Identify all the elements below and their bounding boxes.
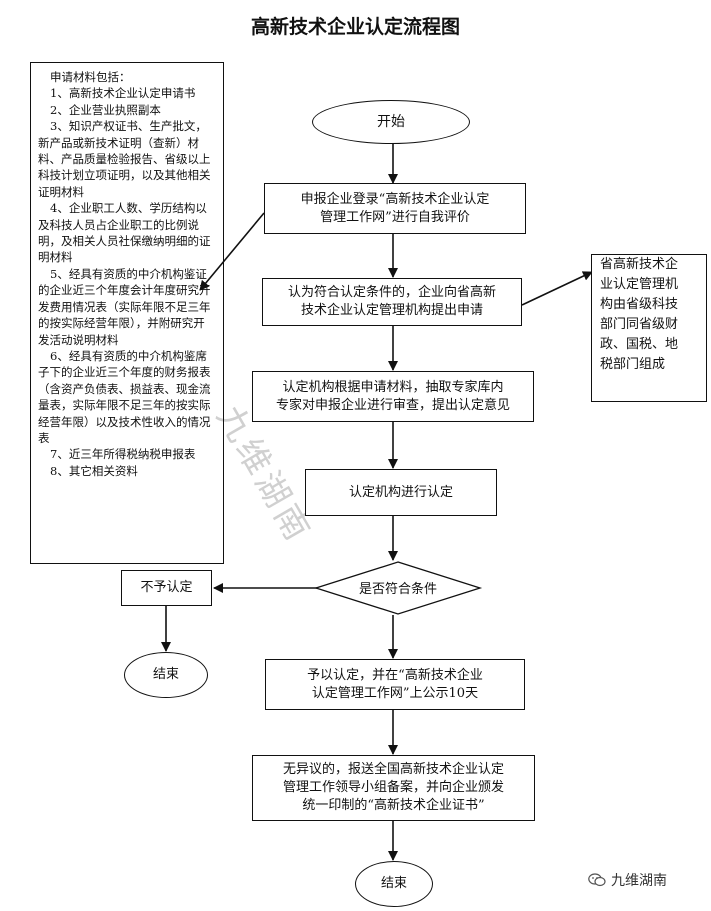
decision-label: 是否符合条件 xyxy=(358,582,437,597)
province-line: 政、国税、地 xyxy=(600,337,679,352)
end-node: 结束 xyxy=(355,861,433,907)
province-agency-box: 省高新技术企 业认定管理机 构由省级科技 部门同省级财 政、国税、地 税部门组成 xyxy=(591,254,707,402)
end-left-label: 结束 xyxy=(152,667,179,682)
step6-line: 无异议的，报送全国高新技术企业认定 xyxy=(282,762,504,777)
brand-label: 九维湖南 xyxy=(611,873,667,889)
arrow-step2-to-province xyxy=(521,271,593,306)
province-line: 业认定管理机 xyxy=(600,277,679,292)
step2-line: 认为符合认定条件的，企业向省高新 xyxy=(287,285,496,300)
materials-item: 3、知识产权证书、生产批文，新产品或新技术证明（查新）材料、产品质量检验报告、省… xyxy=(38,119,211,199)
step2-line: 技术企业认定管理机构提出申请 xyxy=(300,303,483,318)
step3-line: 认定机构根据申请材料，抽取专家库内 xyxy=(282,379,504,395)
materials-box: 申请材料包括： 1、高新技术企业认定申请书 2、企业营业执照副本 3、知识产权证… xyxy=(30,62,224,564)
step5-box: 予以认定，并在“高新技术企业 认定管理工作网”上公示10天 xyxy=(265,659,525,710)
materials-item: 6、经具有资质的中介机构鉴席子下的企业近三个年度的财务报表（含资产负债表、损益表… xyxy=(38,348,211,445)
wechat-icon xyxy=(588,873,606,887)
step6-line: 管理工作领导小组备案，并向企业颁发 xyxy=(282,780,504,795)
start-node: 开始 xyxy=(312,100,470,144)
materials-item: 2、企业营业执照副本 xyxy=(50,102,161,117)
step6-line: 统一印制的“高新技术企业证书” xyxy=(302,798,485,813)
materials-item: 5、经具有资质的中介机构鉴证的企业近三个年度会计年度研究开发费用情况表（实际年限… xyxy=(38,266,211,347)
step5-line: 认定管理工作网”上公示10天 xyxy=(311,685,479,701)
materials-item: 8、其它相关资料 xyxy=(50,463,138,478)
reject-box: 不予认定 xyxy=(121,570,212,606)
materials-header: 申请材料包括： xyxy=(50,70,131,84)
step1-line: 申报企业登录“高新技术企业认定 xyxy=(300,191,490,207)
end-label: 结束 xyxy=(380,876,407,891)
step2-box: 认为符合认定条件的，企业向省高新 技术企业认定管理机构提出申请 xyxy=(262,278,522,326)
step5-line: 予以认定，并在“高新技术企业 xyxy=(307,667,483,683)
step1-line: 管理工作网”进行自我评价 xyxy=(320,209,470,225)
page-title: 高新技术企业认定流程图 xyxy=(250,16,460,38)
reject-label: 不予认定 xyxy=(140,580,193,595)
step3-box: 认定机构根据申请材料，抽取专家库内 专家对申报企业进行审查，提出认定意见 xyxy=(252,371,534,422)
decision-diamond xyxy=(313,561,483,615)
province-line: 部门同省级财 xyxy=(600,317,679,332)
step4-box: 认定机构进行认定 xyxy=(305,469,497,516)
step1-box: 申报企业登录“高新技术企业认定 管理工作网”进行自我评价 xyxy=(264,183,526,234)
start-label: 开始 xyxy=(377,114,405,130)
materials-item: 1、高新技术企业认定申请书 xyxy=(50,86,196,101)
arrow-step1-to-materials xyxy=(199,212,265,291)
materials-item: 4、企业职工人数、学历结构以及科技人员占企业职工的比例说明，及相关人员社保缴纳明… xyxy=(38,201,211,265)
province-line: 税部门组成 xyxy=(600,357,666,372)
brand-watermark: 九维湖南 xyxy=(588,870,667,890)
province-line: 省高新技术企 xyxy=(600,257,679,272)
materials-item: 7、近三年所得税纳税申报表 xyxy=(50,447,196,462)
province-line: 构由省级科技 xyxy=(600,297,679,312)
step4-label: 认定机构进行认定 xyxy=(348,484,453,500)
step3-line: 专家对申报企业进行审查，提出认定意见 xyxy=(275,397,510,413)
end-left-node: 结束 xyxy=(124,652,208,698)
step6-box: 无异议的，报送全国高新技术企业认定 管理工作领导小组备案，并向企业颁发 统一印制… xyxy=(252,755,535,821)
